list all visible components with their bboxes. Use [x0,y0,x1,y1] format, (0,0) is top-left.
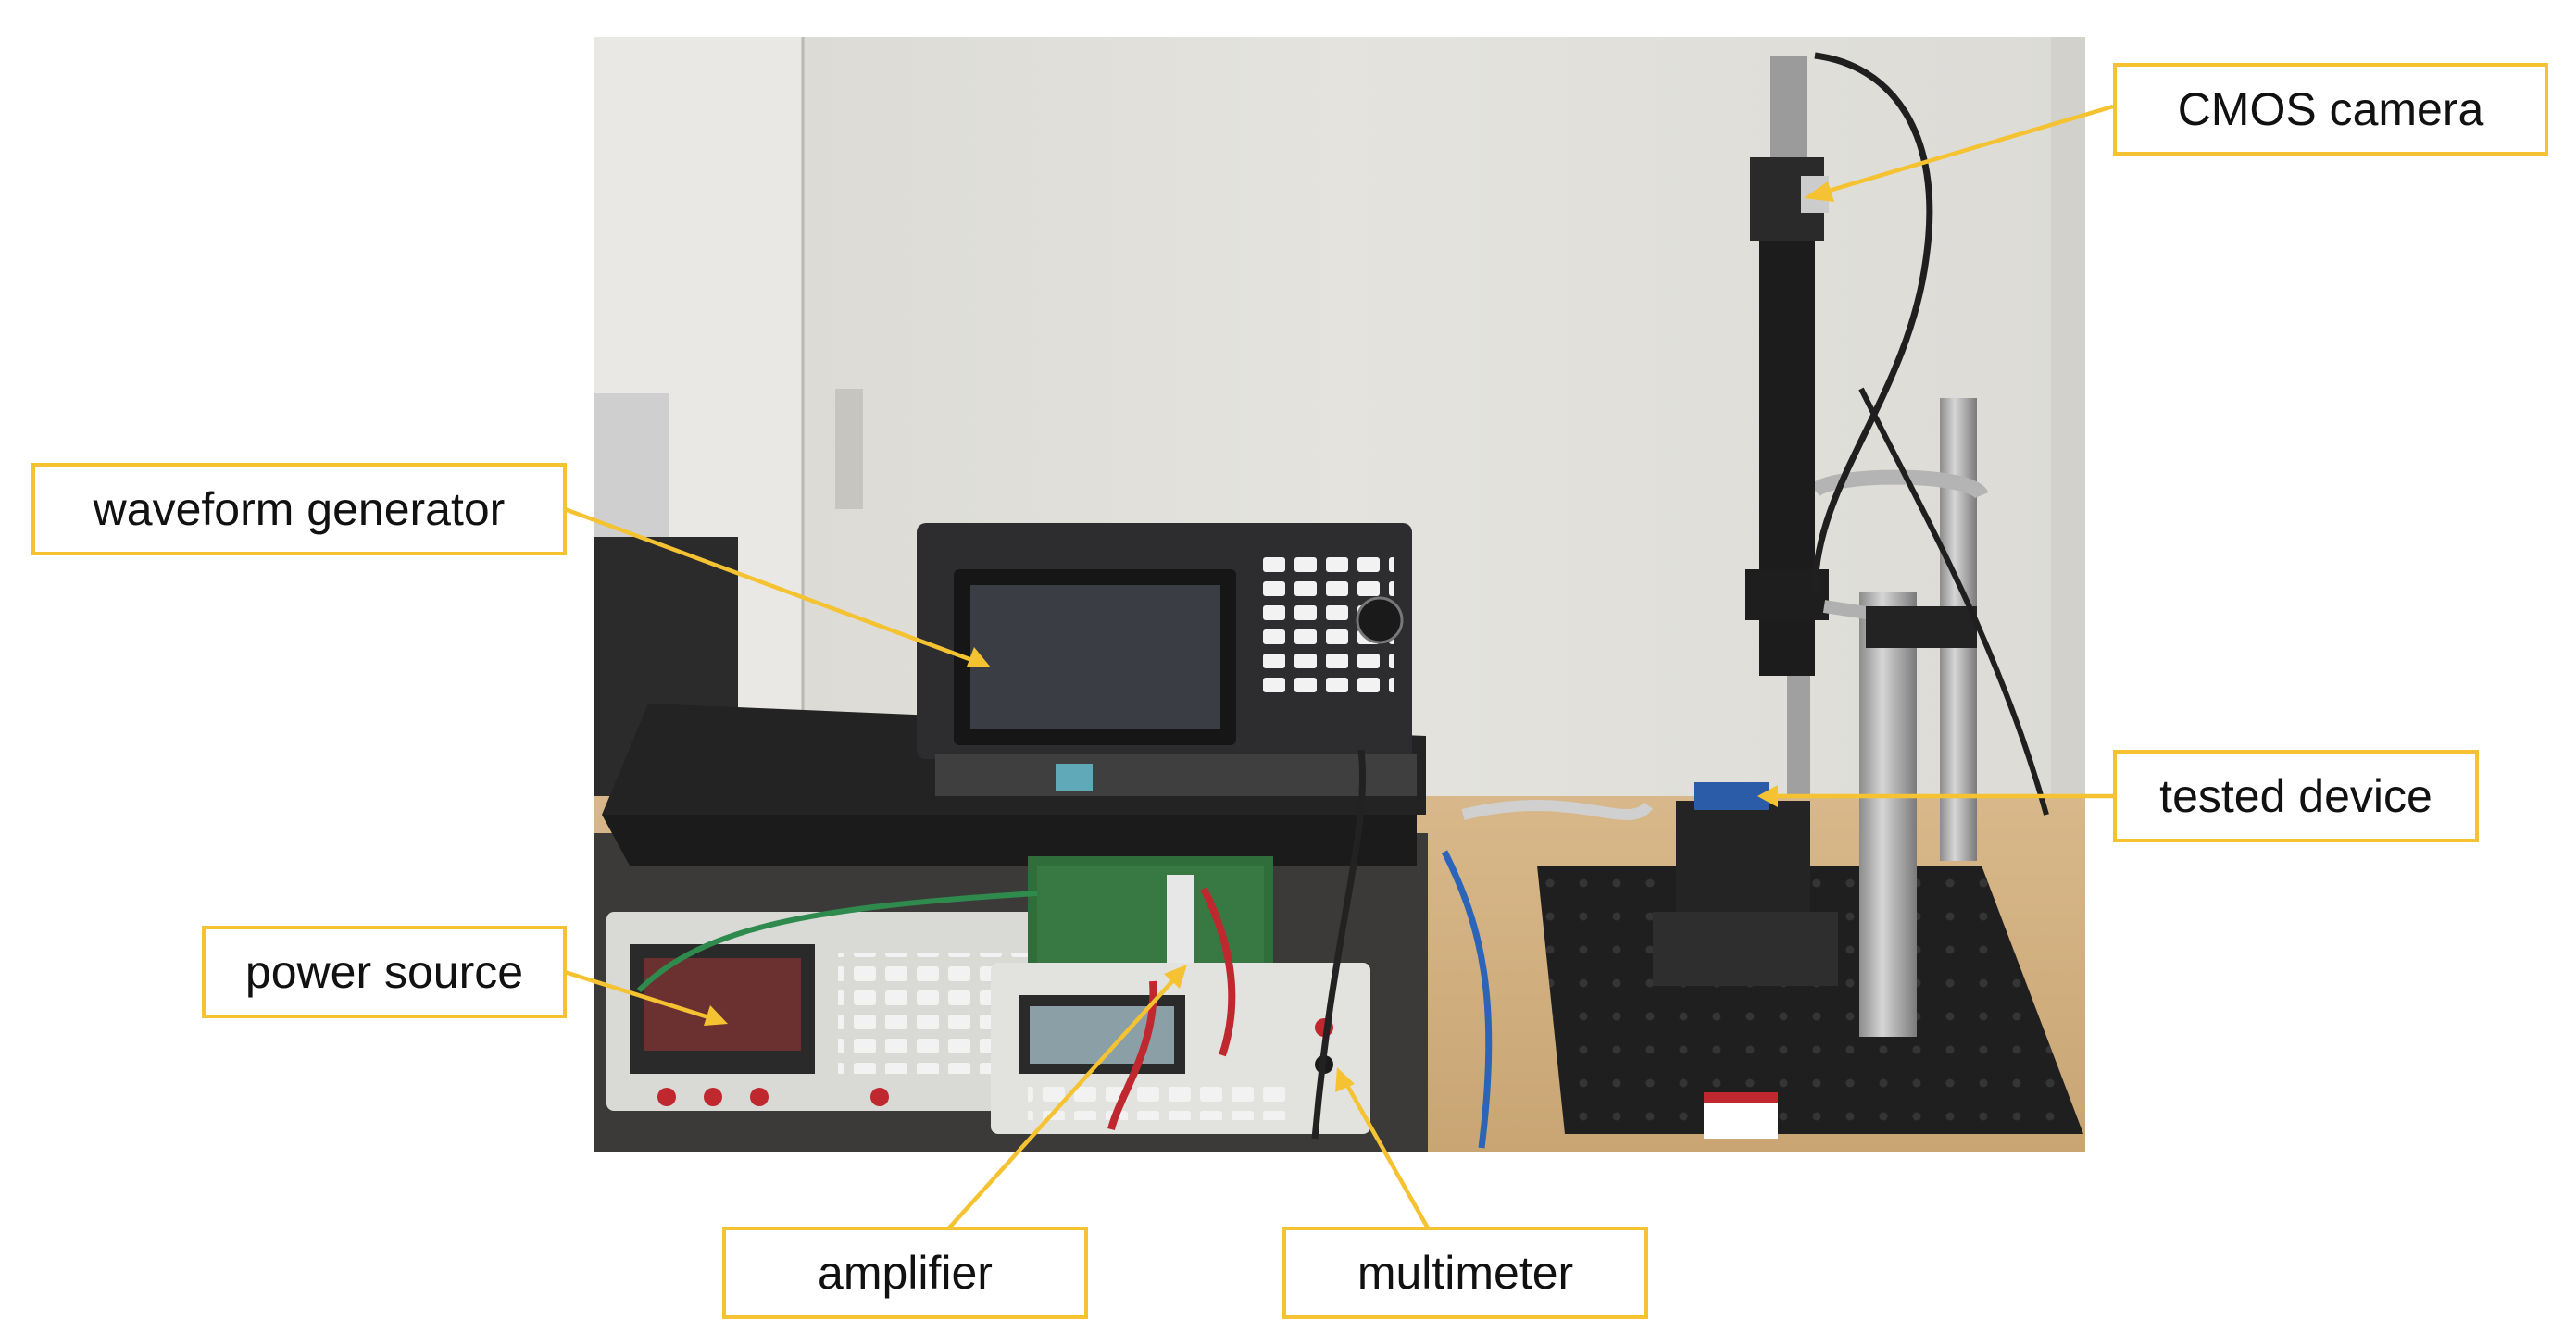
cmos-camera-label: CMOS camera [2113,63,2548,156]
callout-line-waveform [564,506,985,667]
multimeter-device [991,963,1370,1134]
tested-device-label: tested device [2113,750,2479,842]
power-source-device [606,912,1056,1111]
arrowhead-waveform [967,647,991,667]
power-source-label: power source [202,926,567,1018]
callout-line-cmos [1809,104,2114,199]
lab-bench-photo [594,37,2085,1152]
arrowhead-multimeter [1335,1067,1355,1092]
callout-line-power [564,969,721,1024]
arrowhead-cmos [1804,181,1834,202]
callout-line-amplifier [943,968,1184,1235]
amplifier-label: amplifier [722,1227,1088,1319]
callout-arrowheads [704,181,1834,1092]
arrowhead-amplifier [1164,965,1187,989]
multimeter-label: multimeter [1282,1227,1648,1319]
callout-lines [564,104,2114,1235]
arrowhead-power [704,1005,728,1026]
waveform-generator-label: waveform generator [31,463,567,555]
callout-line-multimeter [1339,1072,1432,1235]
waveform-generator-device [917,523,1417,796]
arrowhead-tested [1757,785,1778,807]
